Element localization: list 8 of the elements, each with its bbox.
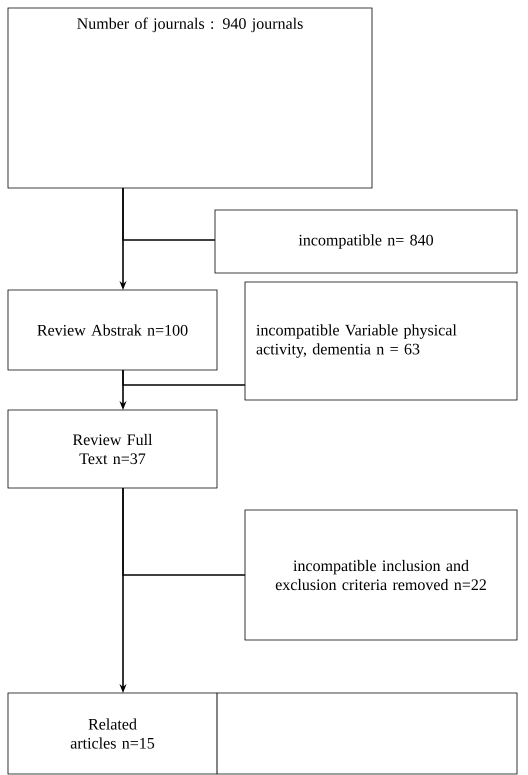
flow-box: Review Abstrak n=100 [8,290,218,370]
flow-box: Related articles n=15 [8,692,218,774]
flow-box: incompatible Variable physical activity, dementia n = 63 [244,282,518,400]
flow-box: Review Full Text n=37 [8,410,218,488]
flow-box: Number of journals : 940 journals [8,8,372,188]
flow-box: incompatible inclusion and exclusion criteria removed n=22 [244,510,518,640]
empty-box [216,692,518,774]
flow-box: incompatible n= 840 [214,210,518,274]
